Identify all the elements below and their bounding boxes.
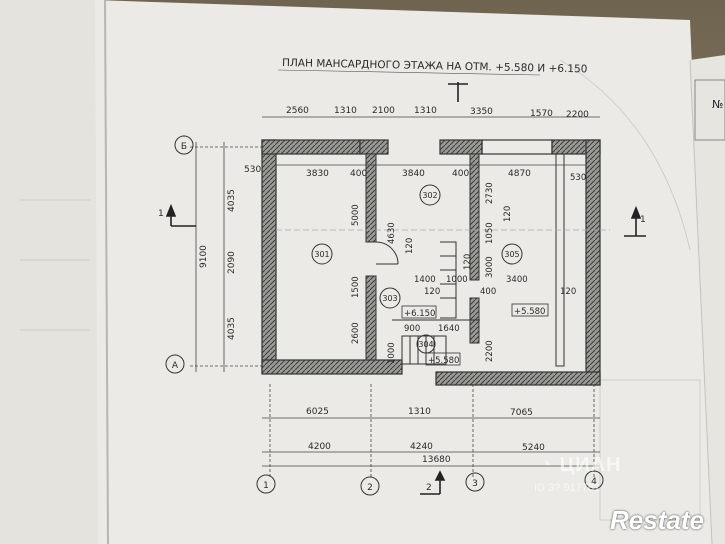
svg-text:1570: 1570: [530, 109, 553, 119]
svg-text:3000: 3000: [485, 256, 495, 278]
cian-watermark: ◔ ЦИАН: [540, 454, 622, 477]
dims-top: 2560 1310 2100 1310 3350 1570 2200: [286, 106, 589, 120]
svg-text:2100: 2100: [372, 106, 395, 116]
svg-text:2090: 2090: [227, 251, 237, 274]
svg-text:900: 900: [404, 324, 420, 334]
svg-text:120: 120: [424, 287, 440, 297]
svg-text:4630: 4630: [387, 222, 397, 244]
svg-text:3: 3: [472, 479, 478, 489]
cian-brand: ЦИАН: [559, 454, 622, 476]
svg-text:2200: 2200: [566, 110, 589, 120]
svg-text:Б: Б: [181, 142, 187, 152]
svg-text:305: 305: [504, 250, 519, 259]
cian-logo-icon: ◔: [540, 454, 554, 476]
svg-text:1: 1: [263, 481, 269, 491]
dims-inner: 5000 4630 120 1500 2600 1000 1400 1000 1…: [351, 173, 586, 364]
svg-text:301: 301: [314, 250, 329, 259]
svg-text:5000: 5000: [351, 204, 361, 226]
axis-markers: [165, 135, 604, 496]
svg-text:3840: 3840: [402, 169, 425, 179]
svg-text:1310: 1310: [408, 407, 431, 417]
listing-id-watermark: ID 3? 917761: [534, 482, 601, 494]
svg-text:303: 303: [382, 294, 397, 303]
restate-logo-text: Restate: [610, 505, 704, 535]
svg-text:2560: 2560: [286, 106, 309, 116]
svg-text:3350: 3350: [470, 107, 493, 117]
svg-text:+5.580: +5.580: [514, 307, 545, 317]
svg-text:3830: 3830: [306, 169, 329, 179]
svg-text:6025: 6025: [306, 407, 329, 417]
dims-inner-top: 3830 400 3840 400 4870: [306, 169, 531, 179]
svg-text:530: 530: [570, 173, 586, 183]
svg-text:5240: 5240: [522, 443, 545, 453]
svg-text:3400: 3400: [506, 275, 528, 285]
svg-text:120: 120: [463, 254, 473, 270]
svg-text:1400: 1400: [414, 275, 436, 285]
level-labels: +6.150 +5.580 +5.580: [404, 307, 545, 366]
svg-text:120: 120: [405, 238, 415, 254]
dims-left: 530 4035 2090 4035 9100: [199, 165, 261, 340]
svg-text:13680: 13680: [422, 455, 451, 465]
svg-text:120: 120: [560, 287, 576, 297]
svg-text:1310: 1310: [334, 106, 357, 116]
table-number-mark: №: [712, 98, 723, 111]
svg-text:4200: 4200: [308, 442, 331, 452]
side-table: [694, 79, 725, 141]
svg-text:400: 400: [480, 287, 496, 297]
svg-text:400: 400: [350, 169, 367, 179]
svg-text:4870: 4870: [508, 169, 531, 179]
svg-text:1: 1: [158, 209, 164, 219]
svg-text:1640: 1640: [438, 324, 460, 334]
svg-text:+6.150: +6.150: [404, 309, 435, 319]
svg-text:2600: 2600: [351, 322, 361, 344]
restate-logo: Restate: [610, 505, 722, 541]
section-markers: [165, 82, 646, 495]
svg-text:+5.580: +5.580: [428, 356, 459, 366]
svg-text:1000: 1000: [387, 342, 397, 364]
level-boxes: [401, 303, 549, 366]
outer-walls: [261, 139, 601, 386]
svg-text:А: А: [172, 361, 179, 371]
svg-text:2: 2: [426, 483, 432, 493]
svg-text:1310: 1310: [414, 106, 437, 116]
svg-text:1500: 1500: [351, 276, 361, 298]
drawing-title: ПЛАН МАНСАРДНОГО ЭТАЖА НА ОТМ. +5.580 И …: [282, 57, 588, 75]
svg-text:304: 304: [418, 340, 433, 349]
svg-text:2: 2: [367, 483, 373, 493]
svg-text:530: 530: [244, 165, 261, 175]
axis-labels: Б А 1 2 3 4: [172, 142, 597, 493]
svg-text:4: 4: [591, 477, 597, 487]
room-numbers: 301 302 303 304 305: [314, 191, 519, 349]
svg-text:4035: 4035: [227, 189, 237, 212]
svg-text:4035: 4035: [227, 317, 237, 340]
staircase: [375, 241, 480, 365]
svg-text:2730: 2730: [485, 182, 495, 204]
svg-text:1: 1: [640, 215, 646, 225]
svg-text:2200: 2200: [485, 340, 495, 362]
section-labels: 1 1 2: [158, 209, 646, 493]
svg-text:302: 302: [422, 191, 437, 200]
svg-text:9100: 9100: [199, 245, 209, 268]
dims-bottom: 6025 1310 7065 4200 4240 5240 13680: [306, 407, 545, 465]
svg-text:1050: 1050: [485, 222, 495, 244]
svg-text:4240: 4240: [410, 442, 433, 452]
svg-text:1000: 1000: [446, 275, 468, 285]
svg-text:7065: 7065: [510, 408, 533, 418]
svg-text:400: 400: [452, 169, 469, 179]
dimension-lines: [190, 116, 610, 478]
svg-text:120: 120: [503, 206, 513, 222]
